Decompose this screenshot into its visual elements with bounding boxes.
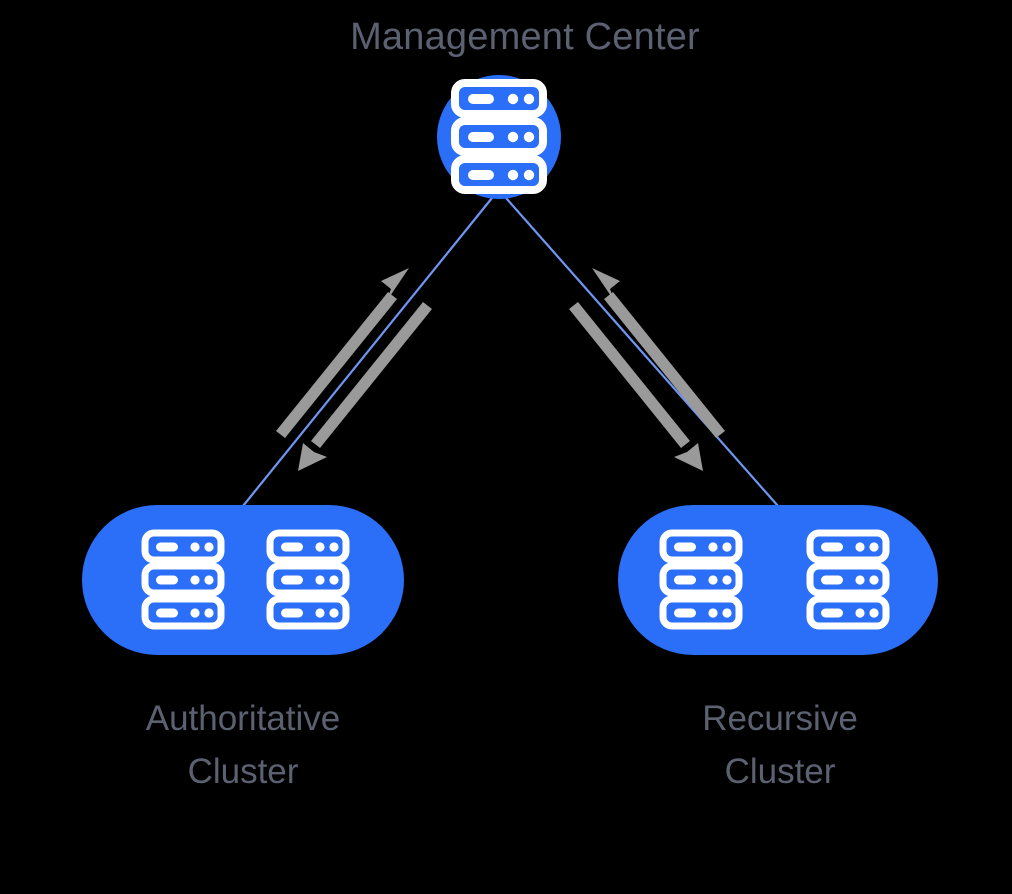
recursive-cluster-label-line2: Cluster [724,752,836,791]
management-center-circle [437,75,561,199]
link-mgmt-authoritative [242,197,493,507]
authoritative-cluster-label: Authoritative Cluster [63,692,423,798]
arrow-authoritative-down [298,302,432,471]
arrow-recursive-up [592,268,725,438]
arrow-authoritative-up [276,268,409,438]
node-authoritative-cluster[interactable] [82,505,404,655]
authoritative-cluster-pill [82,505,404,655]
recursive-cluster-pill [618,505,938,655]
connector-lines [242,197,779,507]
management-center-title: Management Center [350,16,700,58]
node-management-center[interactable] [437,75,561,199]
node-recursive-cluster[interactable] [618,505,938,655]
link-mgmt-recursive [505,197,779,507]
recursive-cluster-label: Recursive Cluster [600,692,960,798]
authoritative-cluster-label-line2: Cluster [187,752,299,791]
recursive-cluster-label-line1: Recursive [702,699,858,738]
authoritative-cluster-label-line1: Authoritative [145,699,341,738]
arrow-recursive-down [569,302,703,471]
